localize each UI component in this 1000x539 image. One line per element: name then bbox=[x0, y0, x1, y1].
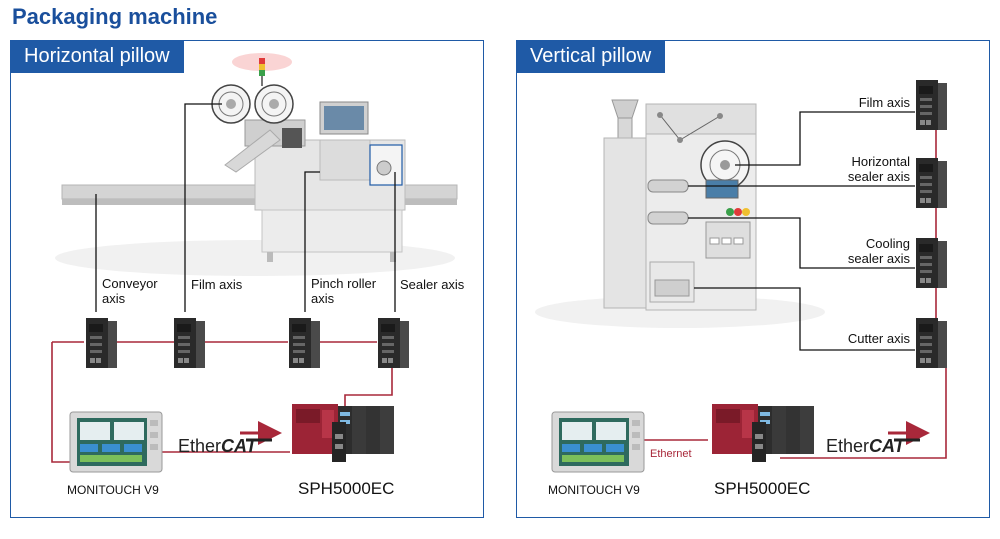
right-axis-label-4: Cutter axis bbox=[848, 331, 911, 346]
sealer-axis-drive bbox=[378, 318, 409, 368]
left-axis-label-3b: axis bbox=[311, 291, 335, 306]
horizontal-pillow-machine bbox=[55, 53, 458, 276]
cutter-axis-drive bbox=[916, 318, 947, 368]
right-axis-label-3b: sealer axis bbox=[848, 251, 911, 266]
right-axis-label-2b: sealer axis bbox=[848, 169, 911, 184]
vertical-pillow-machine bbox=[535, 99, 825, 328]
right-axis-label-1: Film axis bbox=[859, 95, 911, 110]
pinch-roller-axis-drive bbox=[289, 318, 320, 368]
left-hmi-label: MONITOUCH V9 bbox=[67, 483, 159, 497]
cooling-sealer-axis-drive bbox=[916, 238, 947, 288]
page-title: Packaging machine bbox=[12, 4, 218, 29]
right-hmi-monitouch bbox=[551, 411, 645, 473]
right-plc-label: SPH5000EC bbox=[714, 479, 810, 498]
right-axis-connectors bbox=[688, 111, 915, 351]
right-ethercat-logo: EtherCAT bbox=[826, 421, 930, 456]
left-plc-sph5000ec bbox=[292, 404, 394, 462]
left-hmi-monitouch bbox=[69, 411, 163, 473]
horizontal-sealer-axis-drive bbox=[916, 158, 947, 208]
left-ethercat-logo: EtherCAT bbox=[178, 421, 282, 456]
film-axis-drive bbox=[174, 318, 205, 368]
left-axis-label-4: Sealer axis bbox=[400, 277, 465, 292]
left-plc-label: SPH5000EC bbox=[298, 479, 394, 498]
right-hmi-label: MONITOUCH V9 bbox=[548, 483, 640, 497]
right-axis-label-2a: Horizontal bbox=[851, 154, 910, 169]
ethernet-link-label: Ethernet bbox=[650, 448, 692, 460]
left-axis-label-1a: Conveyor bbox=[102, 276, 158, 291]
left-axis-label-1b: axis bbox=[102, 291, 126, 306]
left-axis-connectors bbox=[95, 103, 396, 312]
right-axis-label-3a: Cooling bbox=[866, 236, 910, 251]
left-axis-label-3a: Pinch roller bbox=[311, 276, 377, 291]
conveyor-axis-drive bbox=[86, 318, 117, 368]
left-ethercat-chain bbox=[51, 341, 393, 463]
film-axis-drive-right bbox=[916, 80, 947, 130]
left-axis-label-2: Film axis bbox=[191, 277, 243, 292]
right-plc-sph5000ec bbox=[712, 404, 814, 462]
